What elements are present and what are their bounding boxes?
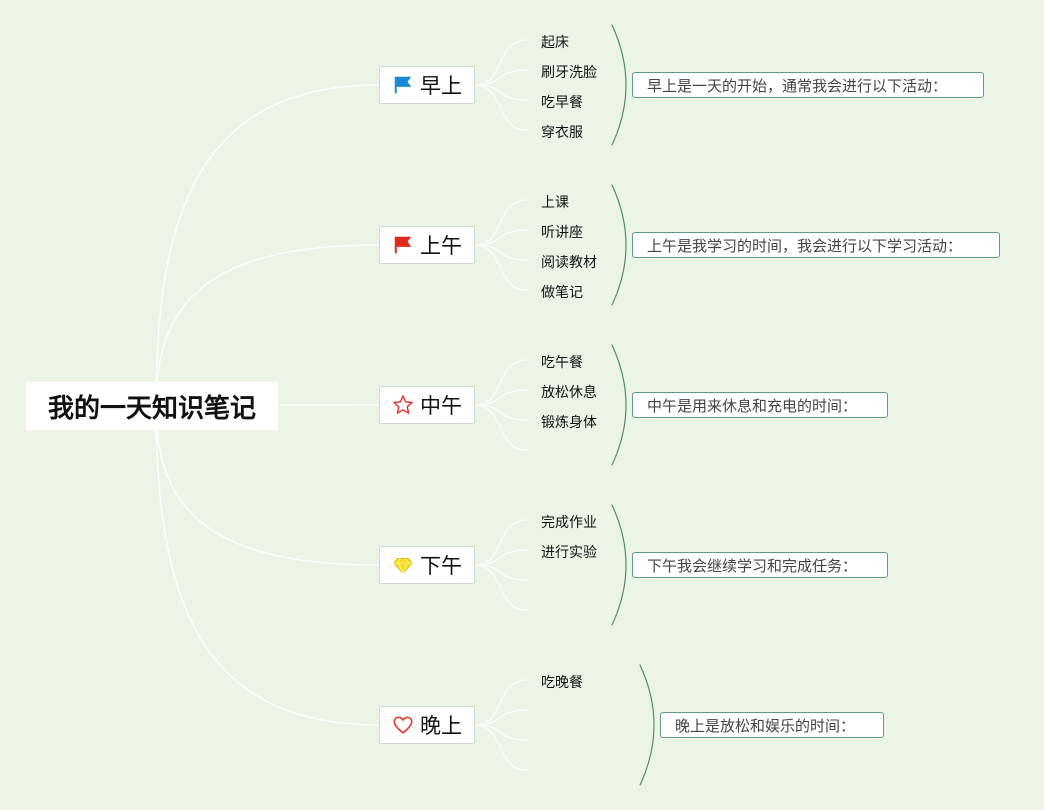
branch-label: 中午 — [420, 394, 462, 418]
list-item[interactable]: 吃午餐 — [541, 355, 583, 371]
branch-connector — [155, 405, 380, 726]
list-item[interactable]: 完成作业 — [541, 515, 597, 531]
branch-topic-morning[interactable]: 早上 — [379, 66, 475, 104]
list-item[interactable]: 听讲座 — [541, 225, 583, 241]
list-item[interactable]: 吃晚餐 — [541, 675, 583, 691]
branch-topic-noon[interactable]: 中午 — [379, 386, 475, 424]
item-connector — [474, 84, 528, 101]
list-item[interactable]: 起床 — [541, 35, 569, 51]
item-connector — [474, 404, 528, 421]
summary-bracket — [611, 24, 627, 146]
branch-connector — [155, 84, 380, 407]
item-connector — [474, 199, 528, 246]
summary-box[interactable]: 中午是用来休息和充电的时间： — [632, 392, 888, 418]
list-item[interactable]: 刷牙洗脸 — [541, 65, 597, 81]
branch-label: 晚上 — [420, 714, 462, 738]
summary-bracket — [611, 504, 627, 626]
summary-bracket — [639, 664, 655, 786]
item-connector — [474, 244, 528, 291]
branch-topic-forenoon[interactable]: 上午 — [379, 226, 475, 264]
item-connector — [474, 564, 528, 581]
item-connector — [474, 724, 528, 741]
blue-flag-icon — [394, 76, 412, 94]
summary-box[interactable]: 下午我会继续学习和完成任务： — [632, 552, 888, 578]
diamond-icon — [393, 558, 413, 575]
list-item[interactable]: 上课 — [541, 195, 569, 211]
item-connector — [474, 389, 528, 406]
list-item[interactable]: 做笔记 — [541, 285, 583, 301]
item-connector — [474, 39, 528, 86]
branch-label: 下午 — [420, 554, 462, 578]
branch-label: 早上 — [420, 74, 462, 98]
heart-outline-icon — [393, 716, 413, 734]
item-connector — [474, 404, 528, 451]
red-flag-icon — [394, 236, 412, 254]
item-connector — [474, 229, 528, 246]
list-item[interactable]: 锻炼身体 — [541, 415, 597, 431]
item-connector — [474, 84, 528, 131]
star-outline-icon — [393, 395, 413, 414]
branch-connector — [155, 405, 380, 566]
list-item[interactable]: 放松休息 — [541, 385, 597, 401]
root-topic[interactable]: 我的一天知识笔记 — [26, 382, 278, 430]
item-connector — [474, 709, 528, 726]
list-item[interactable]: 阅读教材 — [541, 255, 597, 271]
list-item[interactable]: 进行实验 — [541, 545, 597, 561]
item-connector — [474, 724, 528, 771]
item-connector — [474, 564, 528, 611]
item-connector — [474, 359, 528, 406]
summary-box[interactable]: 晚上是放松和娱乐的时间： — [660, 712, 884, 738]
branch-topic-evening[interactable]: 晚上 — [379, 706, 475, 744]
branch-connector — [155, 244, 380, 407]
item-connector — [474, 549, 528, 566]
list-item[interactable]: 吃早餐 — [541, 95, 583, 111]
item-connector — [474, 679, 528, 726]
branch-topic-afternoon[interactable]: 下午 — [379, 546, 475, 584]
item-connector — [474, 69, 528, 86]
item-connector — [474, 519, 528, 566]
summary-bracket — [611, 184, 627, 306]
summary-bracket — [611, 344, 627, 466]
summary-box[interactable]: 早上是一天的开始，通常我会进行以下活动： — [632, 72, 984, 98]
branch-label: 上午 — [420, 234, 462, 258]
summary-box[interactable]: 上午是我学习的时间，我会进行以下学习活动： — [632, 232, 1000, 258]
item-connector — [474, 244, 528, 261]
list-item[interactable]: 穿衣服 — [541, 125, 583, 141]
